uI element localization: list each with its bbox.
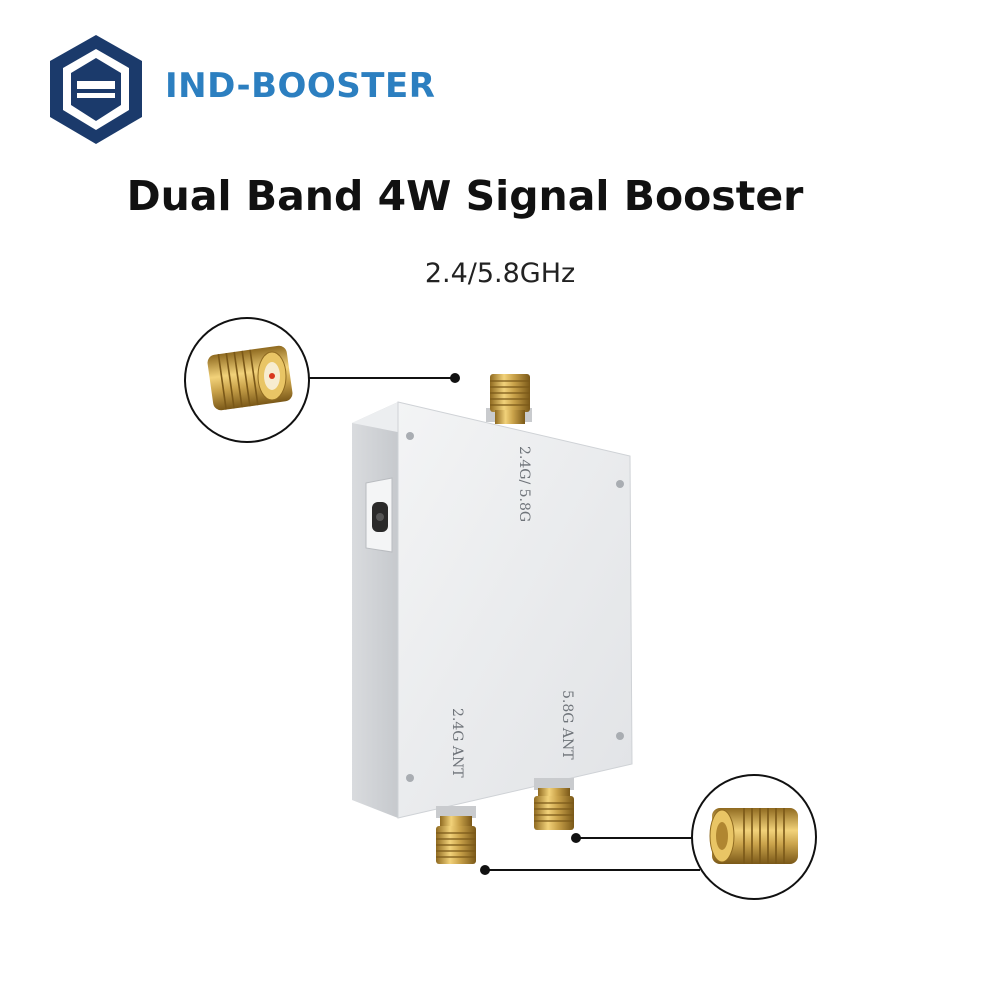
rp-sma-connector-closeup xyxy=(480,774,817,900)
page-title: Dual Band 4W Signal Booster xyxy=(126,172,804,220)
sma-female-connector-icon xyxy=(207,345,293,411)
port-label-bottom-left: 2.4G ANT xyxy=(449,708,465,778)
booster-enclosure xyxy=(352,401,633,819)
port-label-bottom-right: 5.8G ANT xyxy=(559,690,575,760)
rp-sma-connector-icon xyxy=(709,808,798,864)
hexagon-logo-icon xyxy=(50,35,142,144)
frequency-subtitle: 2.4/5.8GHz xyxy=(424,258,576,289)
port-label-top: 2.4G/ 5.8G xyxy=(516,446,532,522)
screw-icon xyxy=(406,432,624,782)
sma-female-connector-closeup xyxy=(184,317,460,443)
bottom-right-sma-connector xyxy=(534,778,574,830)
top-sma-connector xyxy=(486,374,532,424)
brand-name: IND-BOOSTER xyxy=(165,66,436,106)
bottom-left-sma-connector xyxy=(436,806,476,864)
dc-power-jack xyxy=(365,477,393,553)
